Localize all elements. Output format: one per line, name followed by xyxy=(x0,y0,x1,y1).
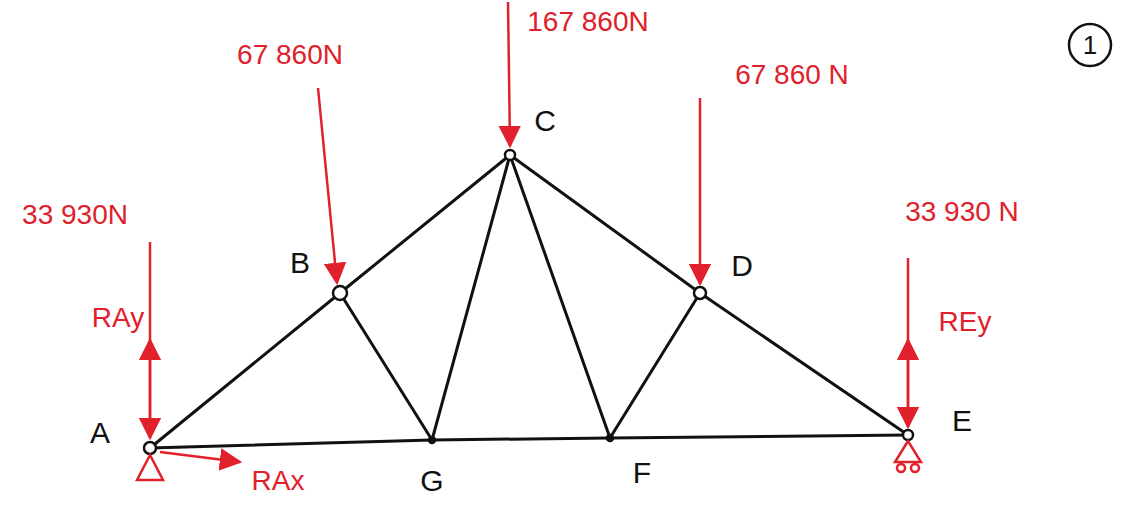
load-value: 33 930 N xyxy=(905,197,1019,228)
reaction-label: REy xyxy=(939,307,992,338)
joint-letter: A xyxy=(90,416,110,449)
joint-letter: B xyxy=(290,246,310,279)
joint-letter: G xyxy=(420,464,443,497)
load-value: 167 860N xyxy=(527,7,648,38)
load-value: 67 860 N xyxy=(735,60,849,91)
sheet-number: 1 xyxy=(1083,31,1097,60)
force-arrows xyxy=(150,2,908,462)
load-value: 33 930N xyxy=(22,200,128,231)
joint-letter: E xyxy=(952,404,972,437)
reaction-label: RAy xyxy=(92,303,144,334)
truss-members xyxy=(150,155,908,448)
joint-letter: F xyxy=(633,456,651,489)
sheet-circle xyxy=(1069,24,1111,66)
load-value: 67 860N xyxy=(237,40,343,71)
joint-letter: D xyxy=(731,249,753,282)
joints xyxy=(144,150,913,454)
reaction-label: RAx xyxy=(252,466,305,497)
joint-letter: C xyxy=(534,104,556,137)
